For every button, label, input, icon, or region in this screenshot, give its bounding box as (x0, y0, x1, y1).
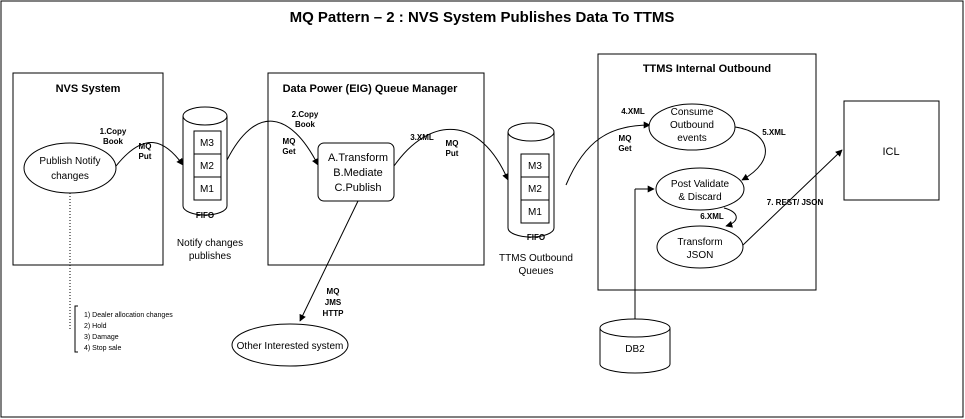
protocol-mq: MQ (327, 287, 340, 296)
fifo2-label: FIFO (527, 233, 545, 242)
fifo1-cylinder-top (182, 106, 228, 126)
note-1: 1) Dealer allocation changes (84, 312, 173, 319)
ttms-header: TTMS Internal Outbound (643, 63, 771, 75)
ttms-mq-get-1: MQ (619, 134, 632, 143)
note-2: 2) Hold (84, 323, 107, 330)
consume-label-1: Consume (671, 107, 714, 118)
fifo2-m2: M2 (528, 184, 542, 195)
arrow-fifo2-to-consume (565, 121, 651, 186)
note-4: 4) Stop sale (84, 345, 121, 352)
step6-label: 6.XML (700, 212, 724, 221)
fifo1-m1: M1 (200, 184, 214, 195)
ttms-mq-get-2: Get (618, 144, 632, 153)
transform-label-2: JSON (687, 250, 714, 261)
nvs-system-box (12, 72, 164, 266)
step7-label: 7. REST/ JSON (767, 198, 824, 207)
dp-mq-put-2: Put (446, 149, 459, 158)
notes-bracket (74, 305, 78, 353)
dp-mq-put-1: MQ (446, 139, 459, 148)
fifo2-caption-1: TTMS Outbound (499, 253, 573, 264)
fifo2-m1: M1 (528, 207, 542, 218)
fifo2-caption-2: Queues (518, 266, 553, 277)
consume-label-3: events (677, 133, 706, 144)
datapower-box (267, 72, 485, 266)
post-validate-node (655, 167, 745, 211)
other-interested-system-label: Other Interested system (237, 341, 344, 352)
process-transform: A.Transform (328, 152, 388, 164)
datapower-header: Data Power (EIG) Queue Manager (283, 83, 459, 95)
icl-box (843, 100, 940, 201)
process-mediate: B.Mediate (333, 167, 383, 179)
step2-label-1: 2.Copy (292, 110, 319, 119)
arrow-validate-to-transform (723, 207, 737, 228)
mq-put-label-2: Put (139, 152, 152, 161)
arrow-publish-to-fifo1 (115, 142, 184, 167)
fifo1-caption-2: publishes (189, 251, 231, 262)
fifo1-m2: M2 (200, 161, 214, 172)
fifo2-slot-m1 (520, 199, 550, 224)
nvs-system-header: NVS System (56, 83, 121, 95)
note-3: 3) Damage (84, 334, 119, 341)
validate-label-2: & Discard (678, 192, 721, 203)
step4-label: 4.XML (621, 107, 645, 116)
fifo1-m3: M3 (200, 138, 214, 149)
protocol-jms: JMS (325, 298, 342, 307)
fifo2-cylinder-top (507, 122, 555, 142)
fifo1-caption-1: Notify changes (177, 238, 243, 249)
step5-label: 5.XML (762, 128, 786, 137)
fifo2-m3: M3 (528, 161, 542, 172)
transform-json-node (656, 225, 744, 269)
publish-notify-node (23, 142, 117, 194)
publish-notify-label-1: Publish Notify (39, 156, 100, 167)
fifo1-label: FIFO (196, 211, 214, 220)
validate-label-1: Post Validate (671, 179, 730, 190)
arrow-fifo1-to-process (226, 120, 319, 166)
db2-cylinder-body (599, 328, 671, 374)
transform-label-1: Transform (677, 237, 722, 248)
step1-label-2: Book (103, 137, 124, 146)
icl-label: ICL (882, 146, 899, 158)
diagram-title: MQ Pattern – 2 : NVS System Publishes Da… (290, 9, 675, 26)
step2-label-2: Book (295, 120, 316, 129)
dp-mq-get-1: MQ (283, 137, 296, 146)
other-interested-system-node (231, 323, 349, 367)
dp-mq-get-2: Get (282, 147, 296, 156)
mq-put-label-1: MQ (139, 142, 152, 151)
arrow-process-to-other-system (299, 200, 359, 322)
arrow-consume-to-validate (734, 126, 766, 181)
transform-mediate-publish-box (317, 142, 395, 202)
publish-notify-label-2: changes (51, 171, 89, 182)
db2-label: DB2 (625, 344, 645, 355)
fifo1-slot-m1 (193, 176, 222, 201)
step3-label: 3.XML (410, 133, 434, 142)
arrow-transform-to-icl (742, 149, 843, 246)
process-publish: C.Publish (334, 182, 381, 194)
consume-label-2: Outbound (670, 120, 714, 131)
ttms-box (597, 53, 817, 291)
db2-cylinder-top (599, 318, 671, 338)
protocol-http: HTTP (323, 309, 345, 318)
step1-label-1: 1.Copy (100, 127, 127, 136)
arrow-process-to-fifo2 (393, 129, 509, 181)
